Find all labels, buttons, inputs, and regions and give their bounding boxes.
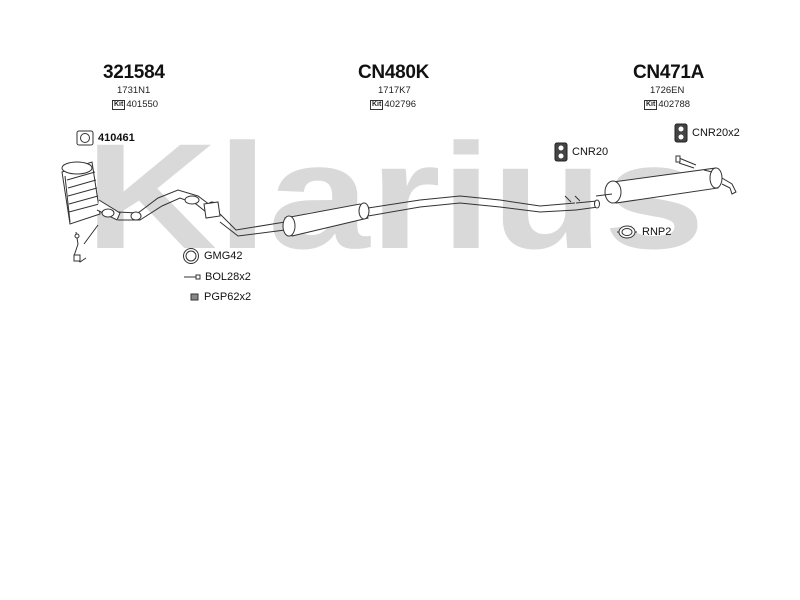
kit-number: 402788 (658, 99, 691, 110)
rear-silencer (595, 155, 737, 204)
accessory-label: BOL28x2 (205, 271, 251, 283)
gasket-square-icon (76, 130, 94, 146)
sub-number-1731n1: 1731N1 (117, 85, 151, 96)
kit-number: 402796 (384, 99, 417, 110)
accessory-label: CNR20x2 (692, 127, 740, 139)
accessory-label: RNP2 (642, 226, 672, 238)
bolt-icon (184, 274, 201, 280)
sub-number-1726en: 1726EN (650, 85, 685, 96)
accessory-410461: 410461 (76, 130, 135, 146)
accessory-cnr20: CNR20 (554, 142, 608, 162)
accessory-label: PGP62x2 (204, 291, 252, 303)
accessory-rnp2: RNP2 (616, 224, 671, 240)
ring-gasket-icon (183, 248, 199, 264)
nut-icon (190, 293, 199, 301)
accessory-label: GMG42 (204, 250, 243, 262)
accessory-bol28x2: BOL28x2 (183, 271, 251, 283)
kit-row-402788: Kit 402788 (644, 99, 690, 110)
accessory-label: 410461 (98, 132, 135, 144)
kit-row-402796: Kit 402796 (370, 99, 416, 110)
catalytic-converter (61, 161, 121, 225)
lambda-sensor (73, 224, 99, 263)
kit-number: 401550 (126, 99, 159, 110)
rubber-mount-icon (554, 142, 568, 162)
kit-row-401550: Kit 401550 (112, 99, 158, 110)
kit-icon: Kit (644, 99, 658, 110)
accessory-pgp62x2: PGP62x2 (190, 291, 251, 303)
part-number-cn480k: CN480K (358, 62, 430, 83)
sub-number-1717k7: 1717K7 (378, 85, 411, 96)
part-number-321584: 321584 (103, 62, 165, 83)
kit-icon: Kit (370, 99, 384, 110)
accessory-label: CNR20 (572, 146, 609, 158)
part-number-cn471a: CN471A (633, 62, 705, 83)
rubber-mount-icon (674, 123, 688, 143)
accessory-gmg42: GMG42 (182, 247, 243, 265)
front-pipe (117, 189, 221, 221)
centre-silencer-section (219, 195, 600, 237)
clamp-ring-icon (617, 225, 637, 239)
accessory-cnr20x2: CNR20x2 (674, 123, 740, 143)
kit-icon: Kit (112, 99, 126, 110)
